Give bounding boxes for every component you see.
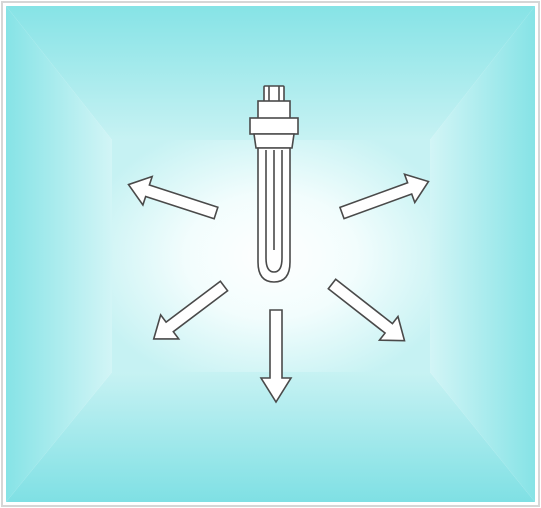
lightbulb-icon	[250, 86, 298, 282]
